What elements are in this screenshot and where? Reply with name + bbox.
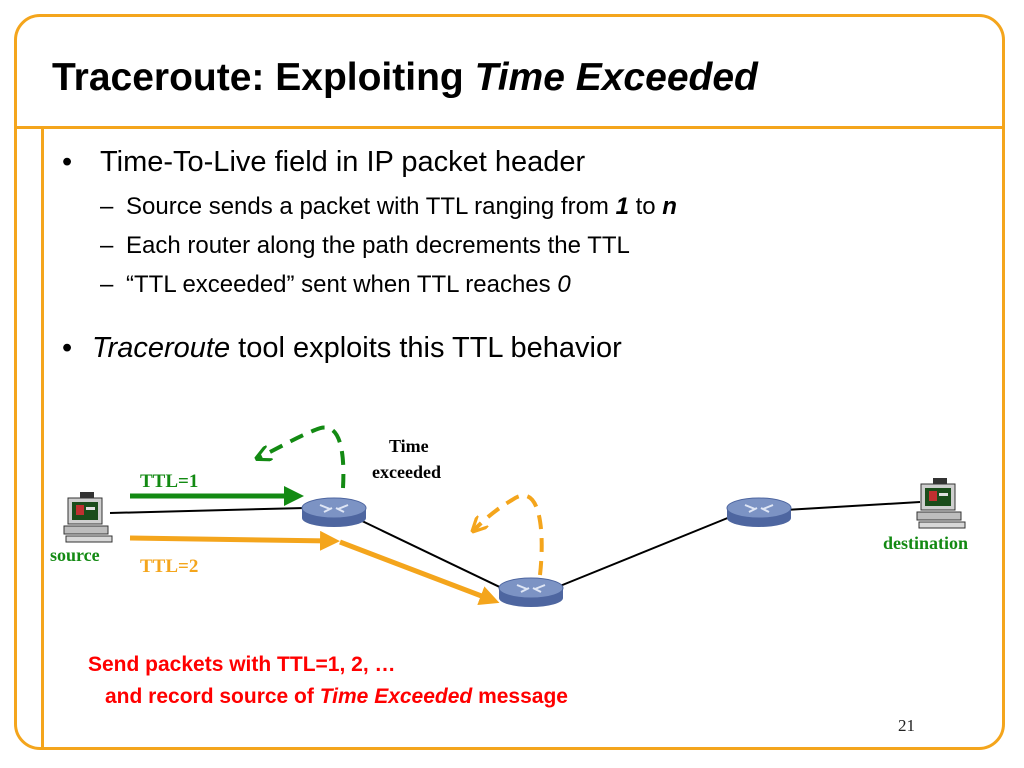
destination-label: destination <box>883 533 969 553</box>
time-exceeded-orange-dashed <box>474 493 544 576</box>
destination-computer-icon <box>916 478 966 529</box>
left-rule <box>41 126 44 750</box>
link-source-router1 <box>109 507 306 514</box>
time-exceeded-label-line2: exceeded <box>372 462 441 482</box>
link-router3-destination <box>784 501 921 511</box>
source-computer-icon <box>63 492 113 543</box>
sub-bullet-ttl-range: –Source sends a packet with TTL ranging … <box>100 193 677 220</box>
bullet-ttl-field: •Time-To-Live field in IP packet header <box>62 146 586 178</box>
router-2 <box>498 577 564 607</box>
time-exceeded-green-dashed <box>258 425 346 489</box>
ttl2-arrow-second <box>339 539 500 606</box>
title-divider <box>14 126 1005 129</box>
time-exceeded-label-line1: Time <box>389 436 429 456</box>
slide-title-italic: Time Exceeded <box>474 56 758 99</box>
sub-bullet-decrement: –Each router along the path decrements t… <box>100 232 630 259</box>
source-label: source <box>50 545 100 565</box>
footer-line1: Send packets with TTL=1, 2, … <box>88 653 396 676</box>
slide-frame <box>14 14 1005 750</box>
sub-bullet-ttl-exceeded: –“TTL exceeded” sent when TTL reaches 0 <box>100 271 571 298</box>
link-router2-router3 <box>554 514 736 589</box>
ttl2-arrow-first <box>129 530 340 551</box>
slide-title: Traceroute: Exploiting Time Exceeded <box>52 56 758 99</box>
router-3 <box>726 497 792 527</box>
bullet-traceroute-tool: •Traceroute tool exploits this TTL behav… <box>62 332 622 364</box>
router-1 <box>301 497 367 527</box>
ttl2-label: TTL=2 <box>140 556 199 577</box>
ttl1-label: TTL=1 <box>140 471 199 492</box>
link-router1-router2 <box>359 519 511 593</box>
page-number: 21 <box>898 716 915 735</box>
footer-line2: and record source of Time Exceeded messa… <box>105 685 568 708</box>
